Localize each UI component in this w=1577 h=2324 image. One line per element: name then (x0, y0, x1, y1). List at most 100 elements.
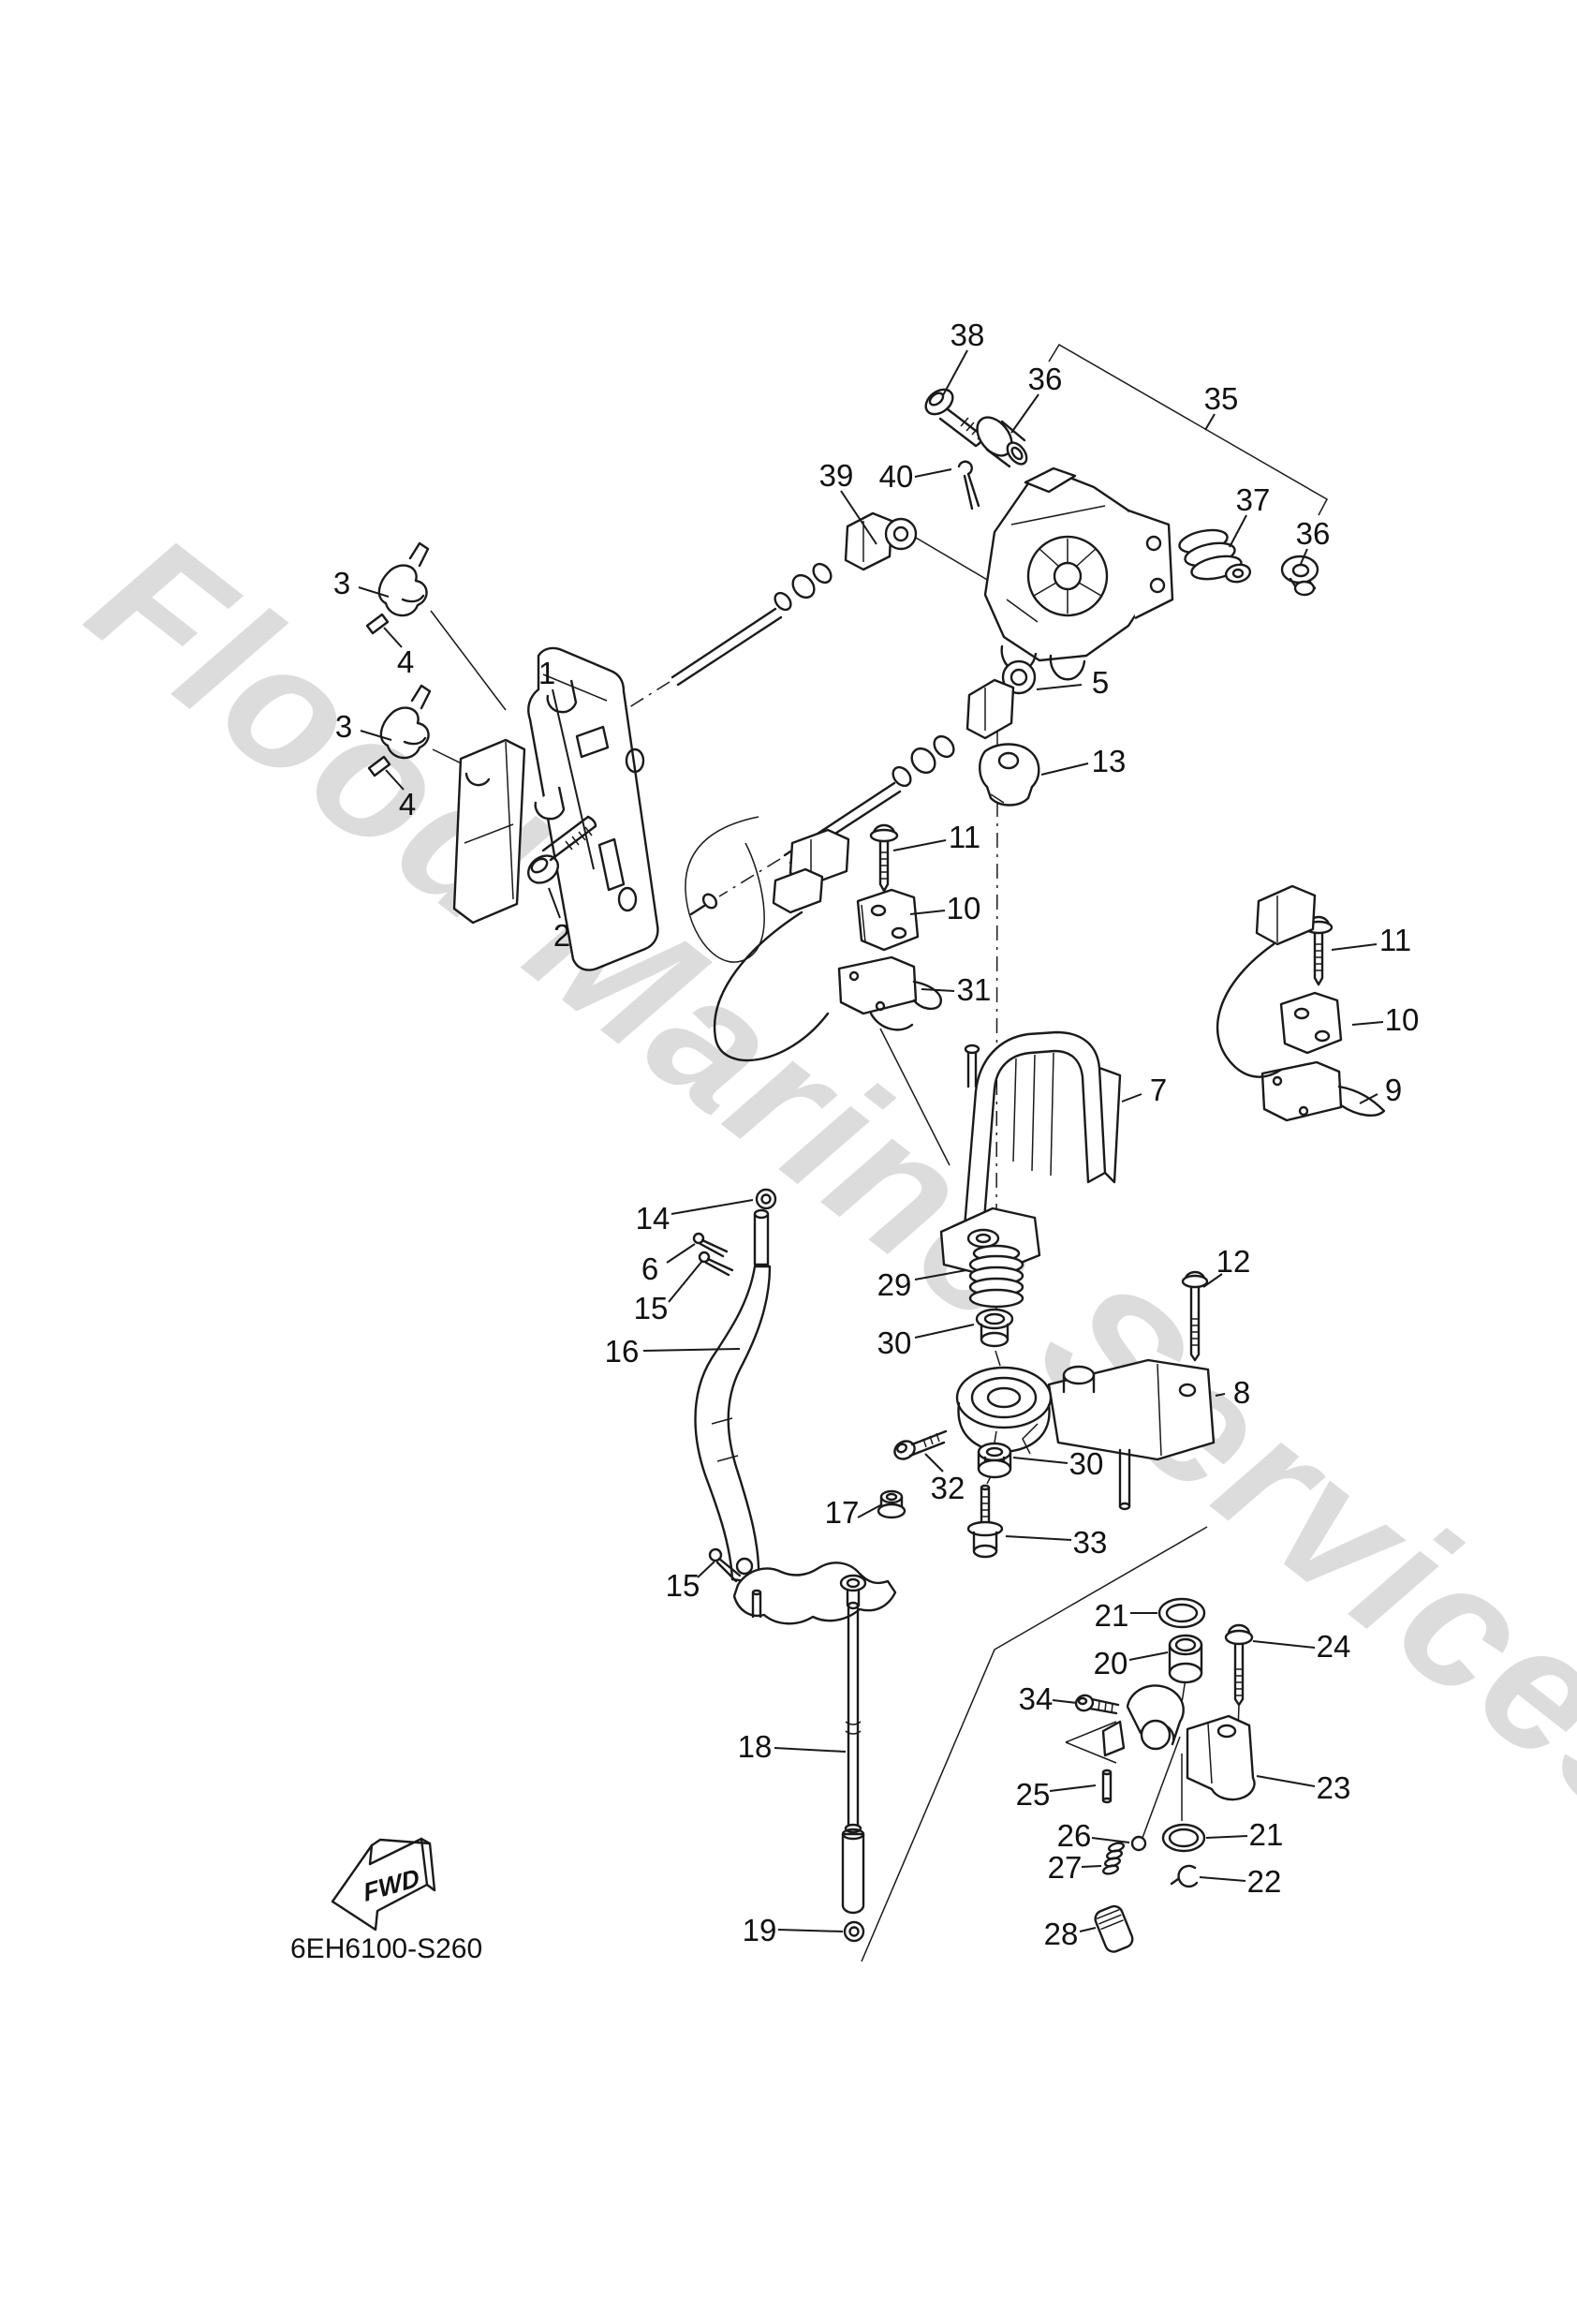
part-label-12: 12 (1216, 1244, 1251, 1279)
switch-31 (837, 955, 942, 1031)
pivot-pin-16 (753, 1208, 770, 1266)
bolt-12 (1181, 1270, 1209, 1362)
leader-line-12 (1202, 1273, 1223, 1288)
part-label-36: 36 (1296, 516, 1331, 551)
cotter-pin-6 (692, 1232, 729, 1258)
wire-left (713, 910, 830, 1062)
part-label-16: 16 (605, 1334, 640, 1369)
leader-line-39 (840, 490, 877, 545)
leader-line-30 (1012, 1457, 1069, 1464)
bushing-20 (1168, 1634, 1203, 1684)
part-label-3: 3 (335, 709, 352, 744)
leader-line-3 (358, 586, 390, 598)
shift-plate (732, 1562, 897, 1625)
shift-rod-18 (841, 1601, 865, 1915)
oring-21-upper (1157, 1597, 1206, 1629)
part-label-30: 30 (1069, 1446, 1104, 1481)
leader-line-18 (774, 1747, 847, 1753)
oring-21-lower (1161, 1823, 1206, 1853)
part-label-5: 5 (1092, 665, 1109, 700)
leader-line-11 (1331, 943, 1378, 951)
lever-assembly-8 (955, 1358, 1216, 1511)
pin-25 (1101, 1769, 1113, 1804)
cotter-pin-40 (957, 460, 980, 511)
circlip-22 (1170, 1864, 1199, 1888)
fwd-arrow: FWD (331, 1837, 436, 1932)
part-label-13: 13 (1092, 744, 1127, 778)
bracket-10-right (1279, 991, 1343, 1055)
part-label-22: 22 (1247, 1864, 1282, 1899)
part-label-11: 11 (1379, 923, 1411, 957)
part-label-24: 24 (1317, 1629, 1351, 1664)
leader-line-15 (697, 1561, 715, 1578)
nut-17 (877, 1489, 906, 1519)
leader-line-38 (942, 349, 968, 396)
spring-27 (1102, 1842, 1125, 1875)
part-label-14: 14 (636, 1201, 671, 1236)
leader-line-20 (1128, 1651, 1169, 1661)
swivel-clamp (1101, 1684, 1185, 1757)
part-label-11: 11 (949, 820, 980, 854)
leader-line-14 (671, 1199, 754, 1215)
leader-line-32 (924, 1453, 944, 1473)
part-label-40: 40 (879, 459, 914, 494)
lever-16 (694, 1265, 772, 1585)
leader-line-26 (1091, 1837, 1130, 1843)
part-label-19: 19 (743, 1913, 777, 1947)
leader-line-15 (668, 1260, 703, 1303)
clamp-3-upper (377, 541, 430, 617)
leader-line-2 (548, 887, 561, 919)
part-label-25: 25 (1016, 1777, 1051, 1812)
leader-line-21 (1205, 1835, 1248, 1839)
leader-line-31 (921, 988, 955, 992)
leader-line-29 (914, 1269, 967, 1280)
part-label-38: 38 (951, 318, 985, 352)
part-label-28: 28 (1044, 1917, 1079, 1951)
leader-line-27 (1081, 1865, 1102, 1868)
part-label-8: 8 (1233, 1375, 1250, 1410)
bracket-1-clamp-half (452, 738, 526, 925)
part-label-4: 4 (399, 787, 416, 822)
leader-line-24 (1252, 1640, 1316, 1649)
leader-line-25 (1049, 1784, 1097, 1792)
bushing-30-upper (975, 1308, 1014, 1348)
part-label-20: 20 (1094, 1646, 1128, 1680)
screw-11-left (869, 823, 899, 893)
nut-30-lower (977, 1442, 1012, 1479)
switch-9 (1260, 1060, 1386, 1122)
part-label-34: 34 (1019, 1681, 1054, 1716)
leader-line-3 (360, 730, 392, 741)
bushing-36-upper (976, 416, 1028, 468)
grommet-36-lower (1280, 555, 1319, 597)
leader-line-16 (642, 1348, 741, 1352)
leader-line-36 (1010, 393, 1039, 434)
part-label-21: 21 (1095, 1598, 1129, 1633)
part-label-4: 4 (397, 644, 414, 679)
leader-line-6 (666, 1243, 696, 1264)
part-label-10: 10 (1385, 1002, 1420, 1037)
bolt-24 (1224, 1623, 1254, 1707)
part-label-32: 32 (931, 1471, 965, 1505)
leader-line-34 (1052, 1699, 1078, 1704)
leader-line-4 (385, 769, 405, 791)
leader-line-40 (914, 468, 952, 478)
plug-screw-28 (1094, 1904, 1134, 1953)
damper-37 (1178, 528, 1252, 584)
pin-4-lower (367, 755, 391, 777)
drawing-code: 6EH6100-S260 (290, 1933, 482, 1964)
part-label-15: 15 (666, 1568, 700, 1603)
leader-line-37 (1229, 514, 1247, 548)
leader-line-13 (1040, 762, 1089, 776)
part-label-9: 9 (1385, 1073, 1402, 1107)
leader-line-17 (857, 1503, 883, 1518)
bolt-2 (527, 815, 597, 884)
part-label-18: 18 (738, 1729, 773, 1764)
part-label-36: 36 (1028, 362, 1063, 396)
cable-end-39 (571, 511, 918, 745)
leader-line-19 (777, 1929, 844, 1932)
part-label-26: 26 (1057, 1818, 1092, 1853)
ball-26 (1130, 1835, 1147, 1852)
part-label-15: 15 (634, 1291, 669, 1325)
part-label-29: 29 (877, 1267, 912, 1302)
